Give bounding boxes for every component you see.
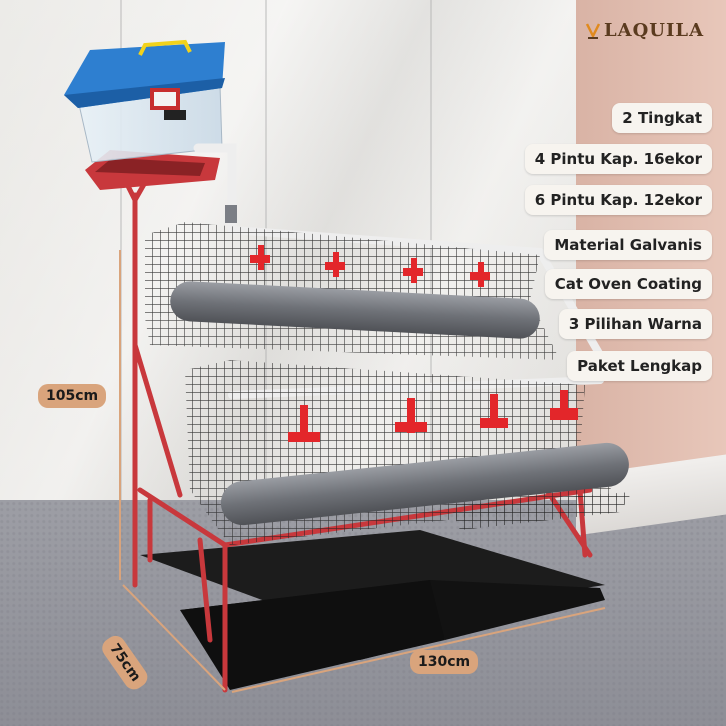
dimension-width-label: 130cm [410,650,479,674]
feature-pill: 3 Pilihan Warna [558,309,712,339]
feature-pill: Cat Oven Coating [544,269,712,299]
feature-pill: Material Galvanis [544,230,712,260]
dimension-height-label: 105cm [38,384,107,408]
droppings-trays [140,530,605,690]
brand-name: LAQUILA [604,20,705,41]
upper-cage [145,222,560,360]
feature-pill: 4 Pintu Kap. 16ekor [524,144,712,174]
feature-pill: 2 Tingkat [612,103,712,133]
water-tank [64,39,225,163]
lower-cage [185,360,632,545]
water-tank-platform [85,150,220,190]
brand-logo-icon [585,22,601,39]
brand-logo: LAQUILA [585,20,704,41]
drinker-nipples [250,245,578,442]
feature-pill: Paket Lengkap [567,351,712,381]
feature-pill: 6 Pintu Kap. 12ekor [524,185,712,215]
